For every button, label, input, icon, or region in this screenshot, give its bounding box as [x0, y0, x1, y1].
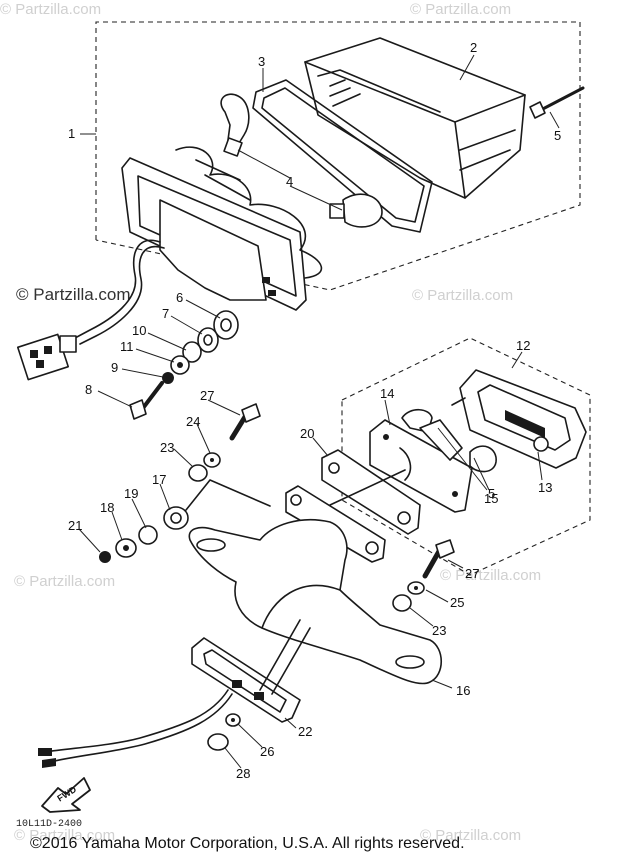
tail-bulb-lower — [329, 193, 383, 228]
collar-left — [188, 464, 208, 482]
nut-left — [99, 551, 111, 563]
spacer-left — [138, 525, 158, 545]
license-light-wires — [38, 689, 233, 768]
callout-4: 4 — [286, 174, 293, 189]
callout-5-upper: 5 — [554, 128, 561, 143]
nut — [162, 372, 174, 384]
bracket-bolt-right — [422, 539, 455, 579]
leader-lines — [78, 54, 560, 769]
taillight-housing — [121, 146, 323, 311]
watermark-bottom-left: © Partzilla.com — [14, 827, 115, 844]
bracket-bolt-left — [229, 403, 261, 441]
diagram-code: 10L11D-2400 — [16, 819, 82, 830]
callout-27-left: 27 — [200, 388, 214, 403]
callout-24: 24 — [186, 414, 200, 429]
license-light-gasket — [321, 449, 421, 535]
callout-6: 6 — [176, 290, 183, 305]
collar-right — [392, 594, 412, 612]
license-light-cover — [191, 619, 311, 723]
taillight-lens — [304, 37, 526, 199]
washer-right — [407, 581, 425, 595]
callout-21: 21 — [68, 518, 82, 533]
callout-27-right: 27 — [465, 566, 479, 581]
callout-3: 3 — [258, 54, 265, 69]
callout-15: 15 — [484, 491, 498, 506]
plain-washer-left — [115, 538, 137, 558]
callout-10: 10 — [132, 323, 146, 338]
callout-19: 19 — [124, 486, 138, 501]
callout-8: 8 — [85, 382, 92, 397]
callout-26: 26 — [260, 744, 274, 759]
callout-5-lower: 5 — [488, 486, 495, 501]
collar — [197, 327, 219, 353]
washer-left — [203, 452, 221, 468]
callout-23-right: 23 — [432, 623, 446, 638]
callout-11: 11 — [120, 339, 134, 354]
callout-22: 22 — [298, 724, 312, 739]
callout-17: 17 — [152, 472, 166, 487]
watermark-top-right: © Partzilla.com — [410, 1, 511, 18]
license-light-lens — [451, 369, 587, 469]
taillight-wire-harness — [16, 239, 165, 381]
watermark-main: © Partzilla.com — [16, 285, 131, 304]
lower-grommet — [207, 733, 229, 751]
lower-collar — [225, 713, 241, 727]
watermark-lower-left: © Partzilla.com — [14, 573, 115, 590]
license-light-assembly-group-outline — [341, 337, 591, 576]
callout-13: 13 — [538, 480, 552, 495]
bulb-socket — [419, 419, 463, 461]
license-light-base — [369, 419, 473, 513]
license-plate-bracket — [188, 518, 443, 685]
callout-7: 7 — [162, 306, 169, 321]
lens-screw — [529, 86, 585, 119]
callout-labels: 1 2 3 4 5 6 7 10 11 9 8 12 14 15 13 20 5… — [68, 40, 561, 781]
callout-25: 25 — [450, 595, 464, 610]
license-bulb-b — [469, 445, 497, 473]
forward-arrow: FWD — [41, 777, 91, 813]
watermark-lower-right: © Partzilla.com — [440, 567, 541, 584]
watermark-mid-right: © Partzilla.com — [412, 287, 513, 304]
bolt — [129, 381, 164, 420]
copyright-notice: ©2016 Yamaha Motor Corporation, U.S.A. A… — [30, 835, 465, 852]
callout-12: 12 — [516, 338, 530, 353]
damper — [163, 479, 271, 530]
callout-23-left: 23 — [160, 440, 174, 455]
callout-18: 18 — [100, 500, 114, 515]
callout-28: 28 — [236, 766, 250, 781]
callout-20: 20 — [300, 426, 314, 441]
callout-1: 1 — [68, 126, 75, 141]
callout-14: 14 — [380, 386, 394, 401]
callout-2: 2 — [470, 40, 477, 55]
lens-gasket — [252, 79, 433, 233]
spacer — [182, 341, 202, 363]
tail-bulb-upper — [220, 93, 250, 157]
callout-16: 16 — [456, 683, 470, 698]
callout-9: 9 — [111, 360, 118, 375]
watermark-bottom-right: © Partzilla.com — [420, 827, 521, 844]
watermark-top-left: © Partzilla.com — [0, 1, 101, 18]
washer — [170, 355, 190, 375]
